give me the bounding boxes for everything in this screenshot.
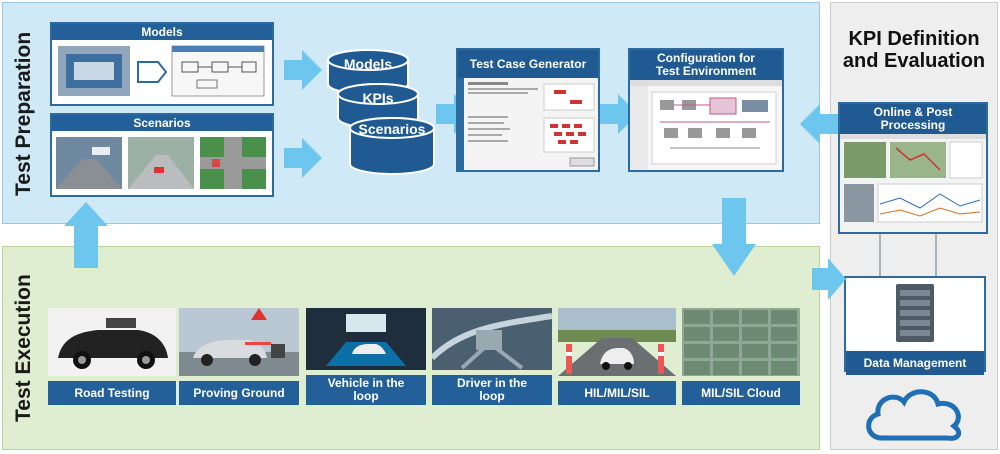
hil-mil-sil-tile: HIL/MIL/SIL [558, 308, 676, 405]
test-preparation-label: Test Preparation [12, 31, 35, 196]
test-execution-label: Test Execution [12, 274, 35, 422]
configuration-title-line2: Test Environment [655, 64, 757, 78]
data-management-label: Data Management [846, 351, 984, 375]
server-icon [896, 284, 934, 342]
execution-to-preparation-arrow [64, 202, 108, 268]
db-models-label: Models [343, 56, 393, 72]
mil-sil-cloud-tile: MIL/SIL Cloud [682, 308, 800, 405]
configuration-title: Configuration for Test Environment [630, 50, 782, 80]
test-case-generator-title: Test Case Generator [458, 50, 598, 78]
road-testing-text: Road Testing [74, 385, 150, 400]
proving-ground-text: Proving Ground [193, 385, 285, 400]
online-post-processing-panel: Online & Post Processing [838, 102, 988, 234]
road-testing-label: Road Testing [48, 381, 176, 405]
configuration-screenshot [630, 80, 782, 170]
driver-in-the-loop-line1: Driver in the [456, 376, 528, 390]
mil-sil-cloud-image [682, 308, 800, 376]
kpi-to-config-arrow [800, 104, 840, 144]
test-case-generator-panel: Test Case Generator [456, 48, 600, 172]
hil-mil-sil-text: HIL/MIL/SIL [584, 385, 650, 400]
online-title-line2: Processing [880, 118, 946, 132]
mil-sil-cloud-text: MIL/SIL Cloud [701, 385, 781, 400]
configuration-title-line1: Configuration for [657, 51, 755, 65]
online-title-line1: Online & Post [873, 105, 953, 119]
db-to-generator-arrow [436, 94, 474, 134]
generator-to-config-arrow [600, 94, 638, 134]
config-to-execution-arrow [712, 198, 756, 276]
vehicle-in-the-loop-label: Vehicle in the loop [306, 375, 426, 405]
configuration-panel: Configuration for Test Environment [628, 48, 784, 172]
proving-ground-image [179, 308, 299, 376]
driver-in-the-loop-tile: Driver in the loop [429, 308, 553, 405]
models-illustration [58, 45, 265, 97]
proving-ground-label: Proving Ground [179, 381, 299, 405]
processing-connector-lines [879, 234, 937, 278]
road-testing-image [48, 308, 176, 376]
scenarios-panel: Scenarios [50, 113, 274, 197]
vehicle-in-the-loop-tile: Vehicle in the loop [306, 308, 426, 405]
vehicle-in-the-loop-line1: Vehicle in the [327, 376, 405, 390]
online-post-processing-title: Online & Post Processing [840, 104, 986, 134]
database-stack [327, 49, 435, 175]
cloud-icon [866, 389, 962, 441]
db-kpis-label: KPIs [362, 90, 394, 106]
models-panel: Models [50, 22, 274, 106]
proving-ground-tile: Proving Ground [179, 308, 299, 405]
processing-screenshot [840, 134, 986, 232]
kpi-definition-title: KPI Definition and Evaluation [838, 28, 990, 72]
driver-in-the-loop-image [429, 308, 553, 370]
models-panel-title: Models [52, 24, 272, 40]
kpi-title-line1: KPI Definition [848, 28, 980, 50]
mil-sil-cloud-label: MIL/SIL Cloud [682, 381, 800, 405]
driver-in-the-loop-label: Driver in the loop [432, 375, 552, 405]
scenarios-panel-title: Scenarios [52, 115, 272, 131]
execution-to-data-arrow [812, 258, 846, 300]
scenarios-to-db-arrow [284, 138, 322, 178]
kpi-title-line2: and Evaluation [842, 50, 986, 72]
db-scenarios-label: Scenarios [358, 121, 426, 137]
vehicle-in-the-loop-line2: loop [353, 389, 379, 403]
generator-screenshot [458, 78, 598, 170]
scenarios-illustration [56, 137, 266, 189]
vehicle-in-the-loop-image [306, 308, 426, 370]
hil-mil-sil-image [558, 308, 676, 376]
hil-mil-sil-label: HIL/MIL/SIL [558, 381, 676, 405]
road-testing-tile: Road Testing [48, 308, 176, 405]
data-management-panel: Data Management [844, 276, 986, 375]
models-to-db-arrow [284, 50, 322, 90]
driver-in-the-loop-line2: loop [479, 389, 505, 403]
